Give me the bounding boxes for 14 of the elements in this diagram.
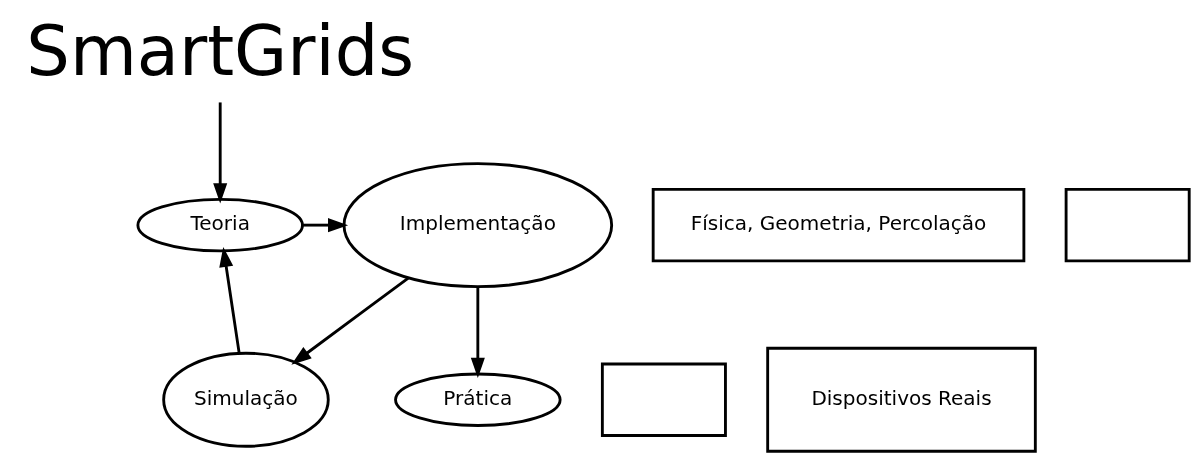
arrow xyxy=(219,246,241,353)
arrow xyxy=(470,286,485,378)
node-ellipse: Implementação xyxy=(342,161,614,288)
node-box xyxy=(1064,187,1191,262)
node-text: SmartGrids xyxy=(26,10,415,91)
node-ellipse: Teoria xyxy=(136,197,304,252)
node-ellipse: Prática xyxy=(394,372,562,427)
node-box xyxy=(600,362,727,437)
node-box: Dispositivos Reais xyxy=(766,346,1037,453)
arrow xyxy=(302,217,349,232)
node-ellipse: Simulação xyxy=(162,351,330,448)
node-box: Física, Geometria, Percolação xyxy=(651,187,1026,262)
arrow xyxy=(213,101,228,203)
arrow xyxy=(291,276,410,365)
